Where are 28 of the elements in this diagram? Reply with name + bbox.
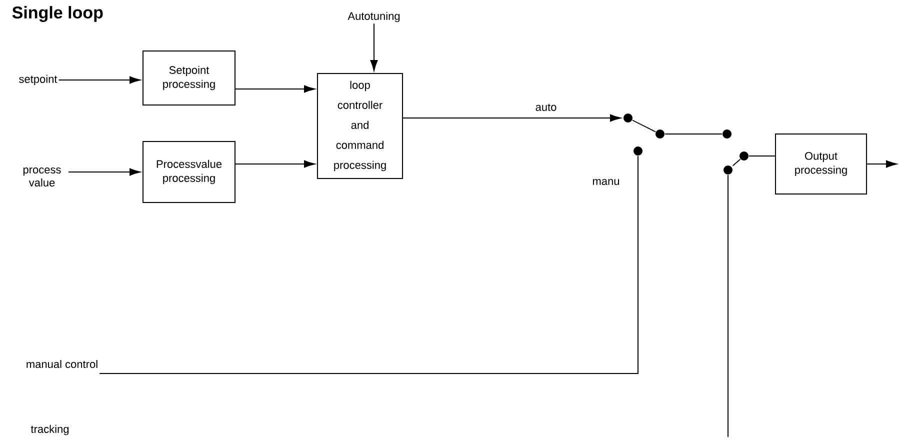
contact-dot	[724, 166, 732, 174]
arrow	[235, 160, 316, 168]
arrow	[235, 85, 316, 93]
switch-label: manu	[592, 179, 620, 186]
edge-label: auto	[534, 102, 558, 112]
process-box: Processvalue processing	[142, 141, 236, 203]
contact-dot	[624, 114, 632, 122]
arrow	[58, 76, 141, 84]
connector-line	[99, 156, 638, 374]
arrow	[68, 168, 141, 176]
arrow	[370, 23, 378, 72]
signal-label: manual control	[26, 360, 98, 368]
title: Single loop	[12, 6, 103, 22]
connector-line	[732, 158, 741, 166]
contact-dot	[740, 152, 748, 160]
contact-dot	[634, 146, 642, 156]
process-box: loop controller and command processing	[317, 73, 403, 179]
signal-label: tracking	[30, 424, 69, 436]
contact-dot	[656, 130, 664, 138]
process-box: Setpoint processing	[142, 50, 236, 106]
signal-label: Autotuning	[348, 12, 400, 22]
signal-label: process value	[23, 168, 61, 187]
connector-line	[632, 120, 656, 132]
process-box: Output processing	[775, 134, 867, 194]
contact-dot	[722, 130, 732, 138]
arrow	[866, 160, 898, 168]
signal-label: setpoint	[19, 74, 58, 86]
arrow	[402, 114, 622, 122]
